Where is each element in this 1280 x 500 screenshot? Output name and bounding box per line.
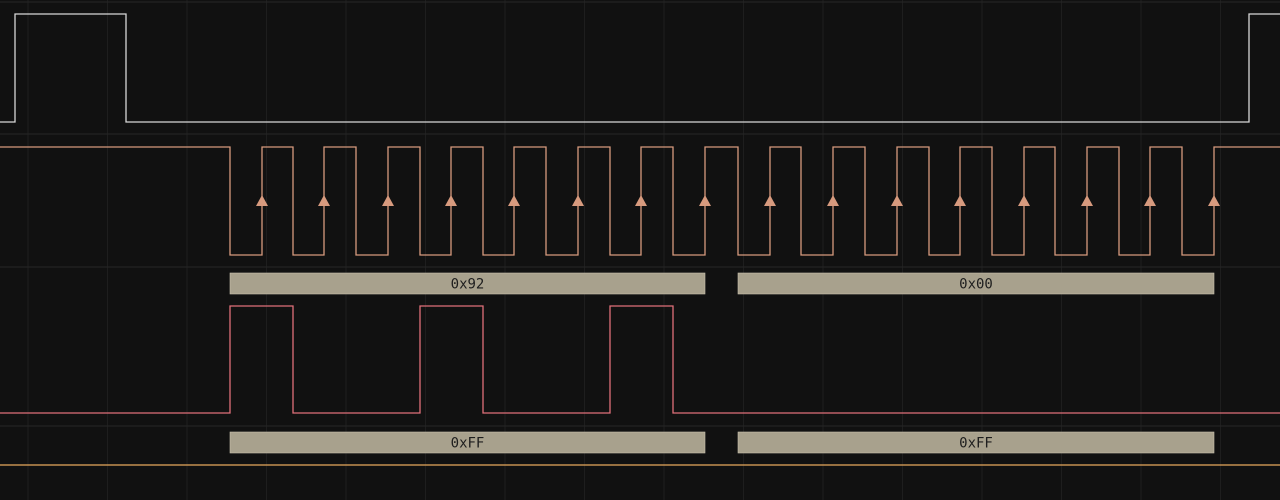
bus-segment	[229, 272, 706, 295]
channel-3	[0, 305, 1280, 414]
bus-segment	[737, 431, 1215, 454]
rising-edge-arrow-icon	[635, 195, 647, 206]
bus-segment	[737, 272, 1215, 295]
channel-0	[0, 13, 1280, 123]
rising-edge-arrow-icon	[1081, 195, 1093, 206]
time-grid	[27, 0, 1221, 500]
bus-segment-label: 0xFF	[451, 436, 485, 452]
rising-edge-arrow-icon	[1018, 195, 1030, 206]
digital-waveform	[0, 13, 1280, 123]
digital-waveform	[0, 305, 1280, 414]
rising-edge-arrow-icon	[318, 195, 330, 206]
rising-edge-arrow-icon	[572, 195, 584, 206]
rising-edge-arrow-icon	[954, 195, 966, 206]
rising-edge-arrow-icon	[699, 195, 711, 206]
channel-separators	[0, 1, 1280, 427]
clock-waveform	[0, 146, 1280, 256]
rising-edge-arrow-icon	[1208, 195, 1220, 206]
signal-waveforms: 0x92 0x00 0xFF 0xFF	[0, 13, 1280, 466]
bus-segment-label: 0xFF	[959, 436, 993, 452]
rising-edge-arrow-icon	[891, 195, 903, 206]
rising-edge-arrow-icon	[445, 195, 457, 206]
bus-segment-label: 0x92	[451, 277, 485, 293]
channel-1	[0, 146, 1280, 256]
rising-edge-arrow-icon	[256, 195, 268, 206]
bus-segment-label: 0x00	[959, 277, 993, 293]
rising-edge-arrow-icon	[764, 195, 776, 206]
rising-edge-arrow-icon	[1144, 195, 1156, 206]
channel-2: 0x92 0x00	[229, 272, 1215, 295]
rising-edge-arrow-icon	[382, 195, 394, 206]
bus-segment	[229, 431, 706, 454]
channel-4: 0xFF 0xFF	[229, 431, 1215, 454]
rising-edge-arrow-icon	[827, 195, 839, 206]
rising-edge-arrow-icon	[508, 195, 520, 206]
